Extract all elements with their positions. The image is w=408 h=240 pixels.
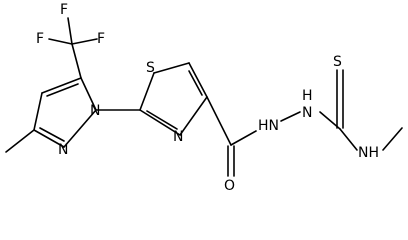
bond-pyrazole-c4-c3 xyxy=(33,92,43,131)
atom-s-thiazole: S xyxy=(146,60,155,76)
atom-h-hydrazide-2: H xyxy=(302,88,313,104)
atom-n-pyrazole-2: N xyxy=(58,142,68,158)
atom-n-hydrazide-2: N xyxy=(302,105,312,121)
bond-pyrazole-c5-c4 xyxy=(41,77,82,94)
bond-pyrazole-c3-n2-inner xyxy=(39,127,65,142)
bond-thiazole-carbonyl xyxy=(206,96,232,146)
atom-n-thiazole: N xyxy=(173,129,183,145)
bond-pyrazole-n2-n1 xyxy=(63,109,97,148)
bond-pyrazole-c5-n1 xyxy=(80,77,97,111)
atom-s-thiocarbonyl: S xyxy=(333,54,342,70)
atom-nh-methylamine: NH xyxy=(358,145,379,161)
bond-cf3-f-left xyxy=(48,38,73,45)
atom-f-right: F xyxy=(97,31,105,47)
atom-n-pyrazole-1: N xyxy=(90,103,100,119)
bond-thiazole-c5-c4-inner xyxy=(188,70,203,96)
bond-cf3-f-right xyxy=(71,38,98,45)
bond-thiazole-c2-s1 xyxy=(139,72,155,111)
bond-nh-nh xyxy=(280,111,301,122)
bond-cf3-pyrazole xyxy=(71,43,82,79)
bond-thiazole-n3-c2 xyxy=(139,109,181,136)
bond-thiazole-s1-c5 xyxy=(153,62,190,74)
bond-nh-methyl xyxy=(382,127,403,151)
atom-nh-hydrazide-1: HN xyxy=(258,118,279,134)
atom-o-carbonyl: O xyxy=(224,178,235,194)
bond-methyl-pyrazole xyxy=(5,129,35,153)
atom-f-top: F xyxy=(60,2,68,18)
bond-pyrazole-c3-n2 xyxy=(33,129,65,148)
atom-f-left: F xyxy=(36,31,44,47)
bond-thiocarbonyl-nh xyxy=(339,128,358,151)
bond-thiazole-c4-n3 xyxy=(179,96,208,136)
molecule-canvas: F F F N N S N O HN N H S NH xyxy=(5,2,403,194)
bond-cf3-f-top xyxy=(67,17,73,45)
bond-pyrazole-c5-c4-inner xyxy=(46,83,79,97)
bond-carbonyl-nh xyxy=(230,130,257,146)
structure-drawing: F F F N N S N O HN N H S NH xyxy=(5,2,403,194)
bond-thiazole-n3-c2-inner xyxy=(146,110,178,130)
bond-thiazole-c5-c4 xyxy=(188,62,208,98)
